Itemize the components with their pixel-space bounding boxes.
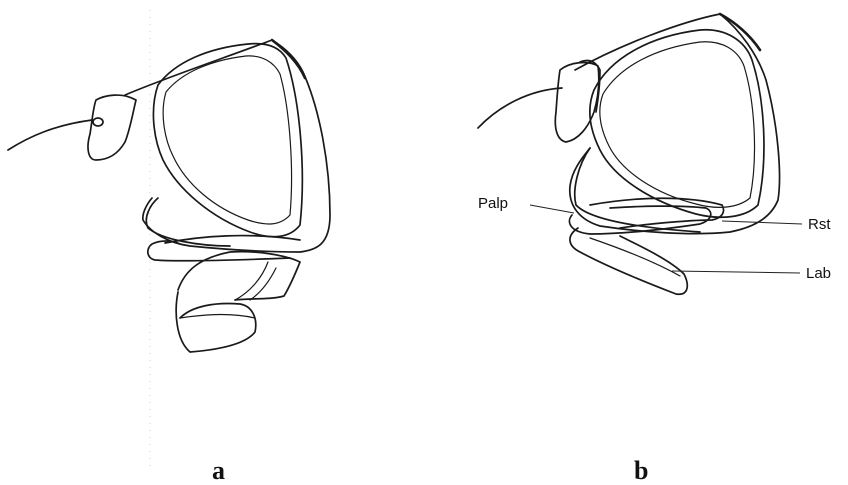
- posterior-edge: [272, 40, 305, 78]
- leader-lab: [672, 271, 800, 273]
- leader-palp: [530, 205, 574, 213]
- head-capsule: [125, 40, 330, 252]
- label-rst-text: Rst: [808, 216, 831, 233]
- eye-inner: [163, 56, 291, 224]
- eye-outer: [153, 44, 302, 237]
- eye-outer-b: [590, 30, 764, 217]
- panel-b-head-drawing: [478, 14, 780, 294]
- antenna-segment: [88, 95, 136, 160]
- antenna-arista: [8, 120, 92, 150]
- antenna-arista-b: [478, 88, 562, 128]
- label-palp-text: Palp: [478, 195, 508, 212]
- eye-inner-b: [600, 42, 755, 208]
- label-lab: Lab: [672, 265, 831, 282]
- gena-b: [575, 148, 700, 232]
- panel-letter-b: b: [634, 456, 648, 485]
- panel-letter-a: a: [212, 456, 225, 485]
- label-palp: Palp: [478, 195, 574, 213]
- labellum-a: [176, 292, 256, 352]
- panel-a-head-drawing: [8, 40, 330, 352]
- labium-b: [570, 228, 687, 294]
- leader-rst: [722, 221, 802, 224]
- labellum-a-fold: [180, 315, 255, 318]
- label-lab-text: Lab: [806, 265, 831, 282]
